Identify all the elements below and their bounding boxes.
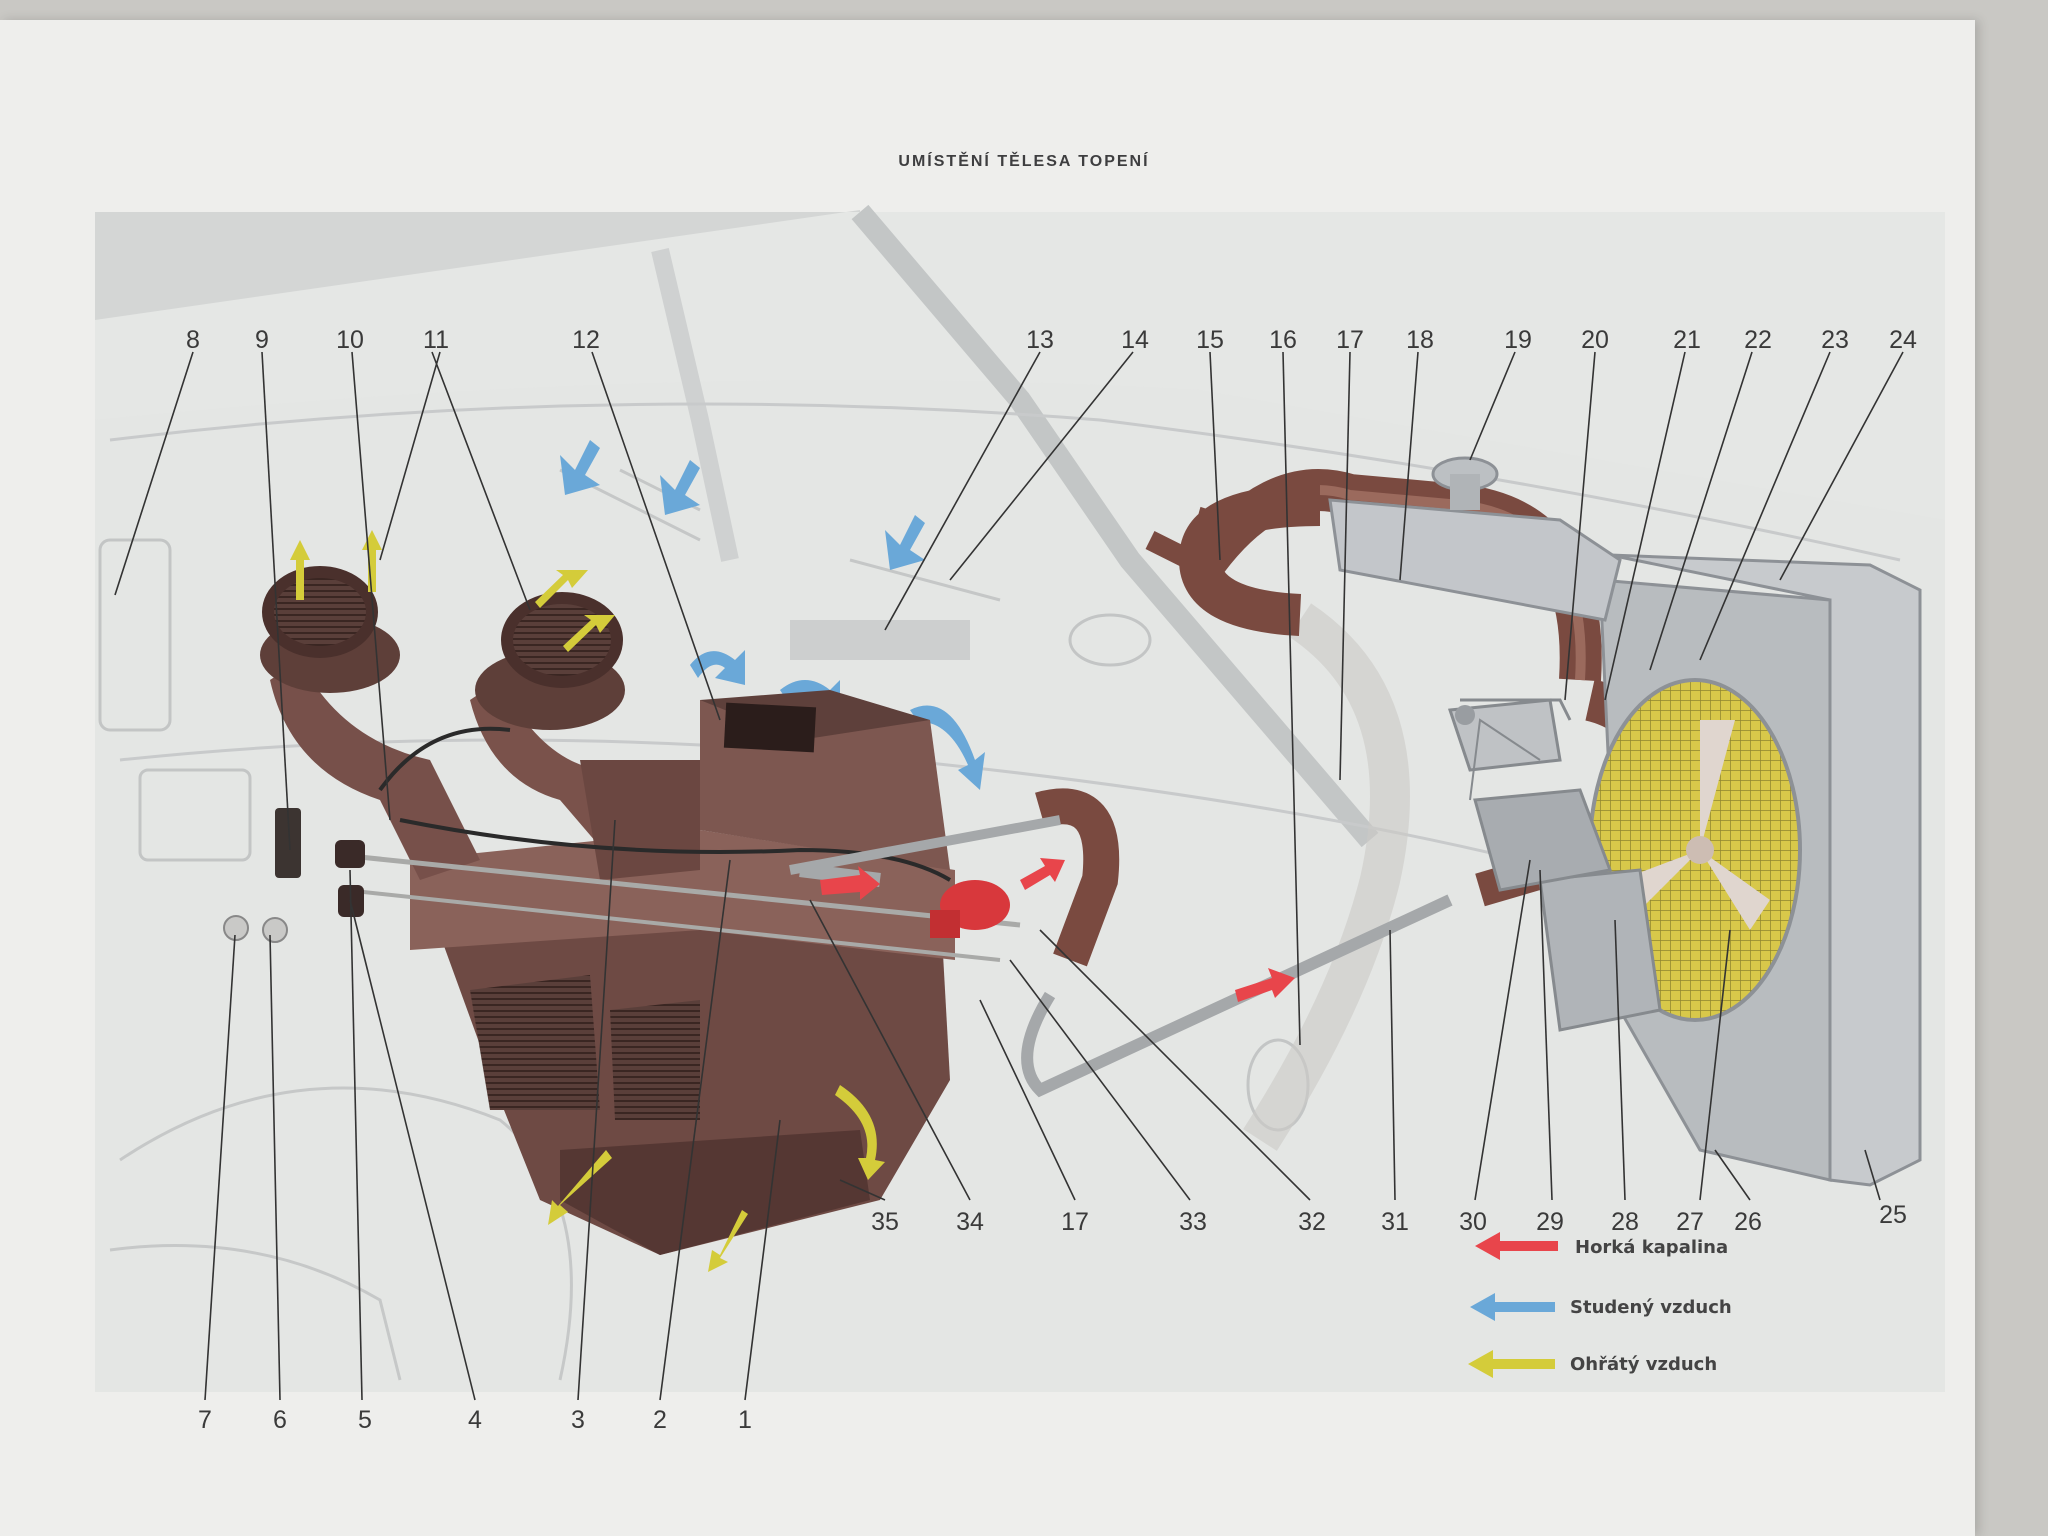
callout-23: 23 — [1821, 326, 1849, 354]
callout-18: 18 — [1406, 326, 1434, 354]
callout-25: 25 — [1879, 1201, 1907, 1229]
callout-35: 35 — [871, 1208, 899, 1236]
callout-5: 5 — [358, 1406, 372, 1434]
callout-21: 21 — [1673, 326, 1701, 354]
legend-label-cold: Studený vzduch — [1570, 1297, 1732, 1318]
callout-28: 28 — [1611, 1208, 1639, 1236]
callout-22: 22 — [1744, 326, 1772, 354]
callout-12: 12 — [572, 326, 600, 354]
callout-1: 1 — [738, 1406, 752, 1434]
leader-lines — [114, 351, 1904, 1401]
blue-arrow-icon — [1470, 1293, 1555, 1321]
hot-liquid-arrows — [820, 858, 1295, 1002]
callout-3: 3 — [571, 1406, 585, 1434]
callout-numbers: 8 9 10 11 12 13 14 15 16 17 18 19 20 21 … — [186, 326, 1917, 1434]
callout-33: 33 — [1179, 1208, 1207, 1236]
callout-17-bottom: 17 — [1061, 1208, 1089, 1236]
radiator-assembly — [1328, 456, 1922, 1187]
legend: Horká kapalina Studený vzduch Ohřátý vzd… — [1468, 1232, 1732, 1378]
callout-11: 11 — [423, 326, 449, 354]
callout-13: 13 — [1026, 326, 1054, 354]
callout-27: 27 — [1676, 1208, 1704, 1236]
callout-19: 19 — [1504, 326, 1532, 354]
callout-32: 32 — [1298, 1208, 1326, 1236]
callout-15: 15 — [1196, 326, 1224, 354]
callout-20: 20 — [1581, 326, 1609, 354]
callout-9: 9 — [255, 326, 269, 354]
callout-24: 24 — [1889, 326, 1917, 354]
callout-4: 4 — [468, 1406, 482, 1434]
callout-2: 2 — [653, 1406, 667, 1434]
callout-34: 34 — [956, 1208, 984, 1236]
legend-item-cold: Studený vzduch — [1470, 1293, 1732, 1321]
callout-16: 16 — [1269, 326, 1297, 354]
callout-14: 14 — [1121, 326, 1149, 354]
legend-label-warm: Ohřátý vzduch — [1570, 1354, 1717, 1375]
callout-7: 7 — [198, 1406, 212, 1434]
yellow-arrow-icon — [1468, 1350, 1555, 1378]
callout-29: 29 — [1536, 1208, 1564, 1236]
callout-30: 30 — [1459, 1208, 1487, 1236]
legend-label-hot: Horká kapalina — [1575, 1237, 1728, 1258]
diagram-title: UMÍSTĚNÍ TĚLESA TOPENÍ — [898, 153, 1150, 170]
legend-item-hot: Horká kapalina — [1475, 1232, 1728, 1260]
callout-8: 8 — [186, 326, 200, 354]
callout-26: 26 — [1734, 1208, 1762, 1236]
legend-item-warm: Ohřátý vzduch — [1468, 1350, 1717, 1378]
callout-10: 10 — [336, 326, 364, 354]
red-arrow-icon — [1475, 1232, 1558, 1260]
callout-6: 6 — [273, 1406, 287, 1434]
callout-31: 31 — [1381, 1208, 1409, 1236]
callout-17-top: 17 — [1336, 326, 1364, 354]
